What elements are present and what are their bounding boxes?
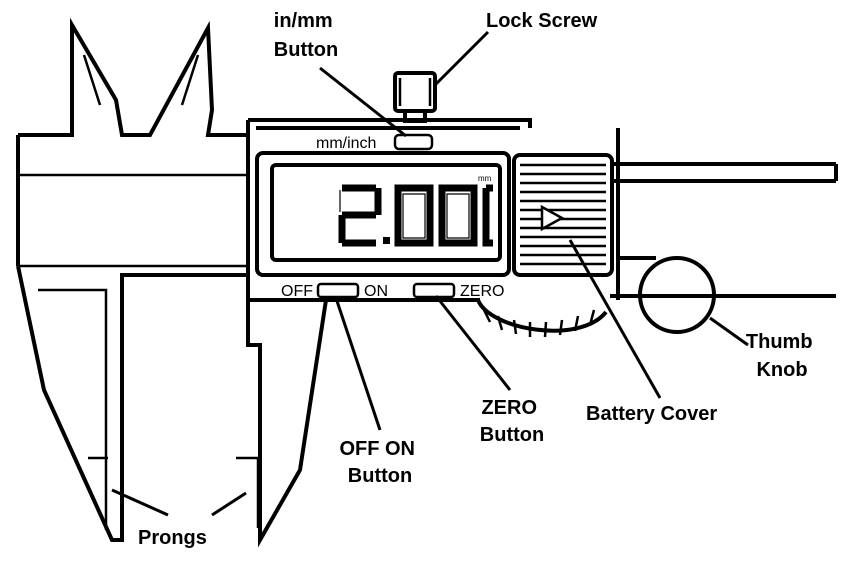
fixed-jaw bbox=[16, 17, 248, 542]
label-in-mm: in/mm Button bbox=[274, 10, 338, 61]
on-label: ON bbox=[364, 283, 388, 300]
leader-prongs-right bbox=[211, 491, 247, 517]
caliper-beam bbox=[18, 162, 838, 298]
label-zero-line2: Button bbox=[480, 424, 544, 446]
label-off-on-line2: Button bbox=[348, 465, 412, 487]
label-thumb-knob: Thumb Knob bbox=[746, 331, 818, 381]
label-zero-line1: ZERO bbox=[481, 397, 537, 419]
leader-battery-cover bbox=[568, 239, 662, 399]
lcd-readout bbox=[338, 184, 493, 247]
callouts: in/mm Button Lock Screw Thumb Knob Batte… bbox=[138, 10, 818, 549]
label-in-mm-line2: Button bbox=[274, 39, 338, 61]
battery-cover-arrow-icon bbox=[540, 204, 565, 232]
label-thumb-knob-line2: Knob bbox=[756, 359, 807, 381]
leader-off-on bbox=[334, 297, 382, 431]
off-label: OFF bbox=[281, 283, 313, 300]
label-battery-cover: Battery Cover bbox=[586, 403, 717, 425]
lock-screw bbox=[393, 71, 437, 123]
leader-in-mm bbox=[319, 66, 407, 138]
off-on-button[interactable] bbox=[316, 282, 360, 299]
label-lock-screw: Lock Screw bbox=[486, 10, 598, 32]
leader-lines bbox=[111, 30, 749, 517]
display-face: mm/inch mm OFF ON ZERO bbox=[255, 133, 511, 300]
zero-button[interactable] bbox=[412, 282, 456, 299]
mm-inch-button[interactable] bbox=[393, 133, 434, 151]
slider-body bbox=[236, 118, 620, 548]
label-off-on-line1: OFF ON bbox=[339, 438, 415, 460]
thumb-knob bbox=[618, 256, 716, 334]
lcd-decimal-point bbox=[383, 237, 390, 244]
leader-thumb-knob bbox=[709, 316, 749, 347]
label-thumb-knob-line1: Thumb bbox=[746, 331, 813, 353]
label-in-mm-line1: in/mm bbox=[274, 10, 333, 32]
label-off-on-button: OFF ON Button bbox=[339, 438, 420, 487]
leader-lock-screw bbox=[433, 30, 490, 87]
leader-zero bbox=[434, 295, 512, 391]
zero-label: ZERO bbox=[460, 283, 504, 300]
display-unit: mm bbox=[478, 174, 492, 183]
mm-inch-label: mm/inch bbox=[316, 135, 376, 152]
label-prongs: Prongs bbox=[138, 527, 207, 549]
leader-prongs-left bbox=[111, 488, 169, 517]
battery-cover bbox=[512, 153, 614, 277]
label-zero-button: ZERO Button bbox=[480, 397, 544, 446]
thumb-wheel bbox=[476, 299, 608, 338]
